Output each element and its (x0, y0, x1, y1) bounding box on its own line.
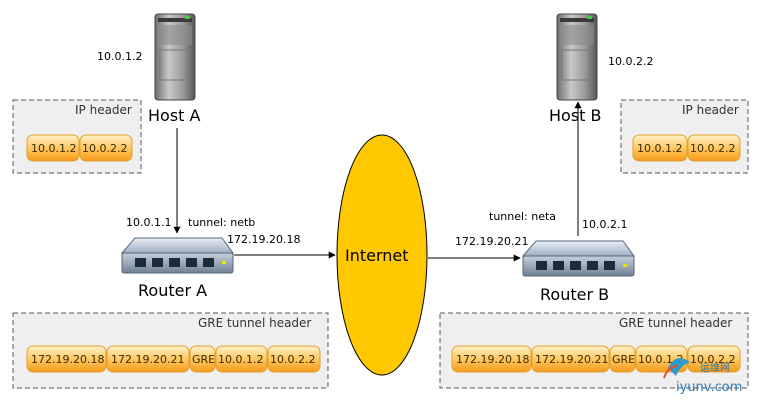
router-a-tunnel: tunnel: netb (188, 216, 255, 229)
internet-cloud (336, 134, 428, 376)
ip-header-left-title: IP header (75, 103, 132, 117)
gre-header-left-box: GRE tunnel header 172.19.20.18 172.19.20… (12, 312, 329, 389)
router-b-icon (521, 240, 635, 277)
router-b-inner-ip: 10.0.2.1 (582, 218, 627, 231)
host-b-name: Host B (549, 106, 602, 125)
host-a-ip: 10.0.1.2 (97, 50, 142, 63)
ip-header-left-box: IP header 10.0.1.2 10.0.2.2 (12, 99, 142, 174)
router-b-tunnel: tunnel: neta (489, 210, 556, 223)
router-a-outer-ip: 172.19.20.18 (227, 233, 300, 246)
ip-header-left-field-1: 10.0.1.2 (31, 142, 76, 155)
host-b-server-icon (556, 13, 598, 101)
router-a-name: Router A (138, 281, 207, 300)
ip-header-left-field-2: 10.0.2.2 (82, 142, 127, 155)
gre-left-field-3: GRE (192, 353, 215, 366)
router-b-outer-ip: 172.19.20.21 (455, 235, 528, 248)
host-a-name: Host A (148, 106, 201, 125)
gre-left-field-4: 10.0.1.2 (218, 353, 263, 366)
gre-right-field-3: GRE (612, 353, 635, 366)
ip-header-right-title: IP header (682, 103, 739, 117)
ip-header-right-field-2: 10.0.2.2 (690, 142, 735, 155)
gre-right-field-1: 172.19.20.18 (456, 353, 529, 366)
gre-right-title: GRE tunnel header (619, 316, 732, 330)
host-a-server-icon (154, 13, 196, 101)
gre-left-field-1: 172.19.20.18 (31, 353, 104, 366)
watermark-logo: 运维网 iyunv.com (663, 358, 742, 395)
router-a-inner-ip: 10.0.1.1 (126, 216, 171, 229)
internet-label: Internet (345, 246, 409, 265)
gre-right-field-5: 10.0.2.2 (690, 353, 735, 366)
gre-right-field-2: 172.19.20.21 (535, 353, 608, 366)
watermark-cn: 运维网 (700, 361, 730, 374)
host-b-ip: 10.0.2.2 (608, 55, 653, 68)
ip-header-right-field-1: 10.0.1.2 (637, 142, 682, 155)
router-a-icon (120, 237, 234, 274)
gre-left-field-2: 172.19.20.21 (111, 353, 184, 366)
ip-header-right-box: IP header 10.0.1.2 10.0.2.2 (620, 99, 749, 174)
watermark-text: iyunv.com (676, 380, 742, 395)
gre-left-title: GRE tunnel header (198, 316, 311, 330)
gre-header-right-box: GRE tunnel header 172.19.20.18 172.19.20… (439, 312, 749, 389)
router-b-name: Router B (540, 285, 609, 304)
gre-left-field-5: 10.0.2.2 (270, 353, 315, 366)
